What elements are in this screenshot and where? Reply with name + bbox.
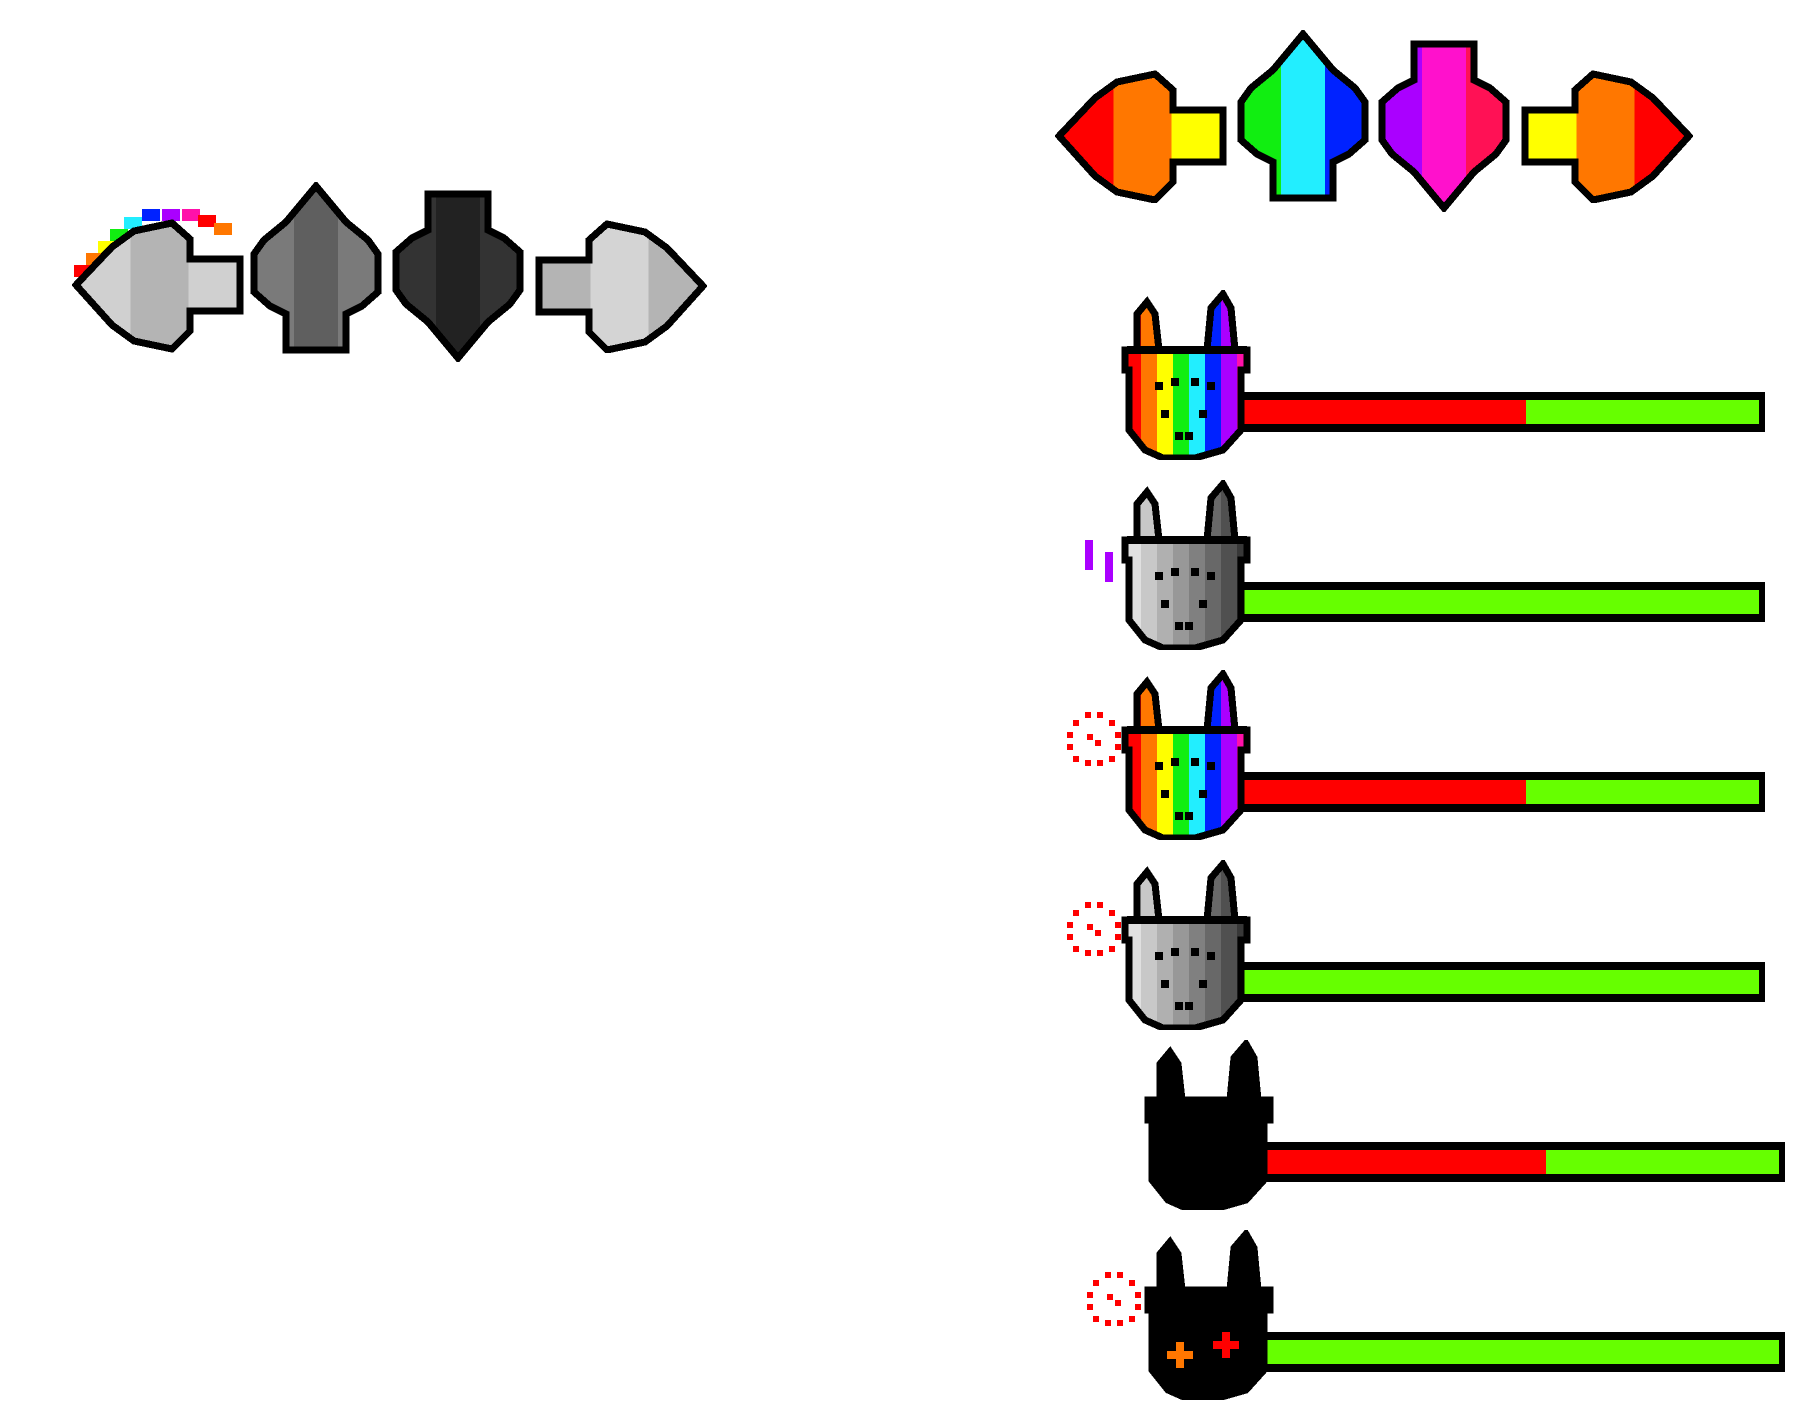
character-health-icon [1121, 290, 1251, 460]
health-bar [1235, 772, 1765, 812]
health-bar-player-segment [1525, 400, 1759, 424]
hit-burst-icon [1067, 712, 1121, 766]
pressed-down-arrow-icon [1378, 40, 1510, 212]
x-eye-left-icon [1167, 1342, 1193, 1368]
character-health-icon [1144, 1230, 1274, 1400]
x-eye-right-icon [1213, 1332, 1239, 1358]
pressed-up-arrow-icon [1237, 30, 1369, 202]
health-bar [1235, 962, 1765, 1002]
static-up-arrow-icon [250, 182, 382, 354]
character-health-icon [1121, 860, 1251, 1030]
character-health-icon [1144, 1040, 1274, 1210]
purple-marks-icon [1085, 540, 1113, 582]
health-bar [1235, 392, 1765, 432]
health-bar-player-segment [1241, 970, 1759, 994]
health-bar [1255, 1142, 1785, 1182]
static-left-arrow-icon [72, 209, 244, 353]
hit-burst-icon [1067, 902, 1121, 956]
health-bar-player-segment [1241, 590, 1759, 614]
health-bar-opponent-segment [1261, 1150, 1546, 1174]
static-right-arrow-icon [535, 220, 707, 353]
static-down-arrow-icon [392, 190, 524, 362]
health-bar [1235, 582, 1765, 622]
character-health-icon [1121, 480, 1251, 650]
health-bar-opponent-segment [1241, 780, 1526, 804]
health-bar-player-segment [1261, 1340, 1779, 1364]
health-bar [1255, 1332, 1785, 1372]
character-health-icon [1121, 670, 1251, 840]
health-bar-player-segment [1525, 780, 1759, 804]
pressed-left-arrow-icon [1055, 70, 1227, 203]
hit-burst-icon [1087, 1272, 1141, 1326]
rainbow-trim [74, 209, 232, 277]
pressed-right-arrow-icon [1521, 70, 1693, 203]
health-bar-player-segment [1545, 1150, 1779, 1174]
health-bar-opponent-segment [1241, 400, 1526, 424]
